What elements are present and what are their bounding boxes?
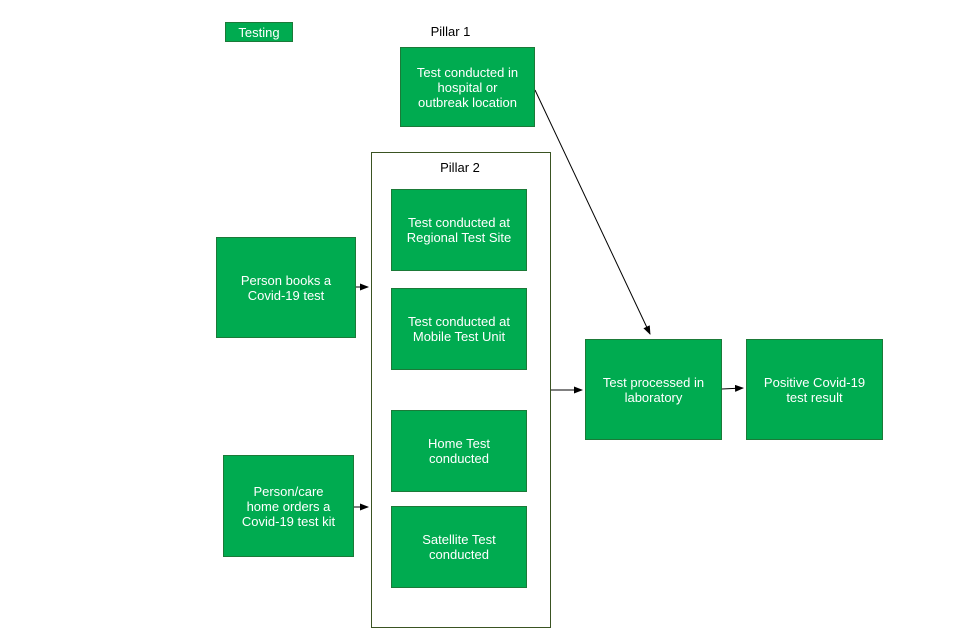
pillar2-label: Pillar 2 [440, 160, 480, 175]
pillar1-label: Pillar 1 [430, 24, 471, 39]
node-mobile-test-unit-label: Test conducted at Mobile Test Unit [408, 314, 510, 344]
node-regional-test-site-label: Test conducted at Regional Test Site [406, 215, 512, 245]
node-satellite-test-label: Satellite Test conducted [422, 532, 496, 562]
node-hospital-label: Test conducted in hospital or outbreak l… [416, 64, 519, 110]
node-regional-test-site: Test conducted at Regional Test Site [391, 189, 527, 271]
node-person-care-orders-kit: Person/care home orders a Covid-19 test … [223, 455, 354, 557]
node-positive-result: Positive Covid-19 test result [746, 339, 883, 440]
node-positive-result-label: Positive Covid-19 test result [763, 374, 866, 405]
legend-testing-label: Testing [238, 24, 280, 40]
connector-lab-to-positive [721, 384, 744, 392]
node-mobile-test-unit: Test conducted at Mobile Test Unit [391, 288, 527, 370]
node-person-books-test: Person books a Covid-19 test [216, 237, 356, 338]
legend-testing-box: Testing [225, 22, 293, 42]
pillar2-container [371, 152, 551, 628]
node-hospital: Test conducted in hospital or outbreak l… [400, 47, 535, 127]
node-test-processed-lab: Test processed in laboratory [585, 339, 722, 440]
node-person-books-test-label: Person books a Covid-19 test [240, 272, 332, 303]
node-home-test: Home Test conducted [391, 410, 527, 492]
node-person-care-orders-kit-label: Person/care home orders a Covid-19 test … [241, 483, 336, 529]
node-home-test-label: Home Test conducted [428, 436, 490, 466]
node-test-processed-lab-label: Test processed in laboratory [602, 374, 705, 405]
node-satellite-test: Satellite Test conducted [391, 506, 527, 588]
connector-hospital-to-lab [534, 89, 651, 335]
